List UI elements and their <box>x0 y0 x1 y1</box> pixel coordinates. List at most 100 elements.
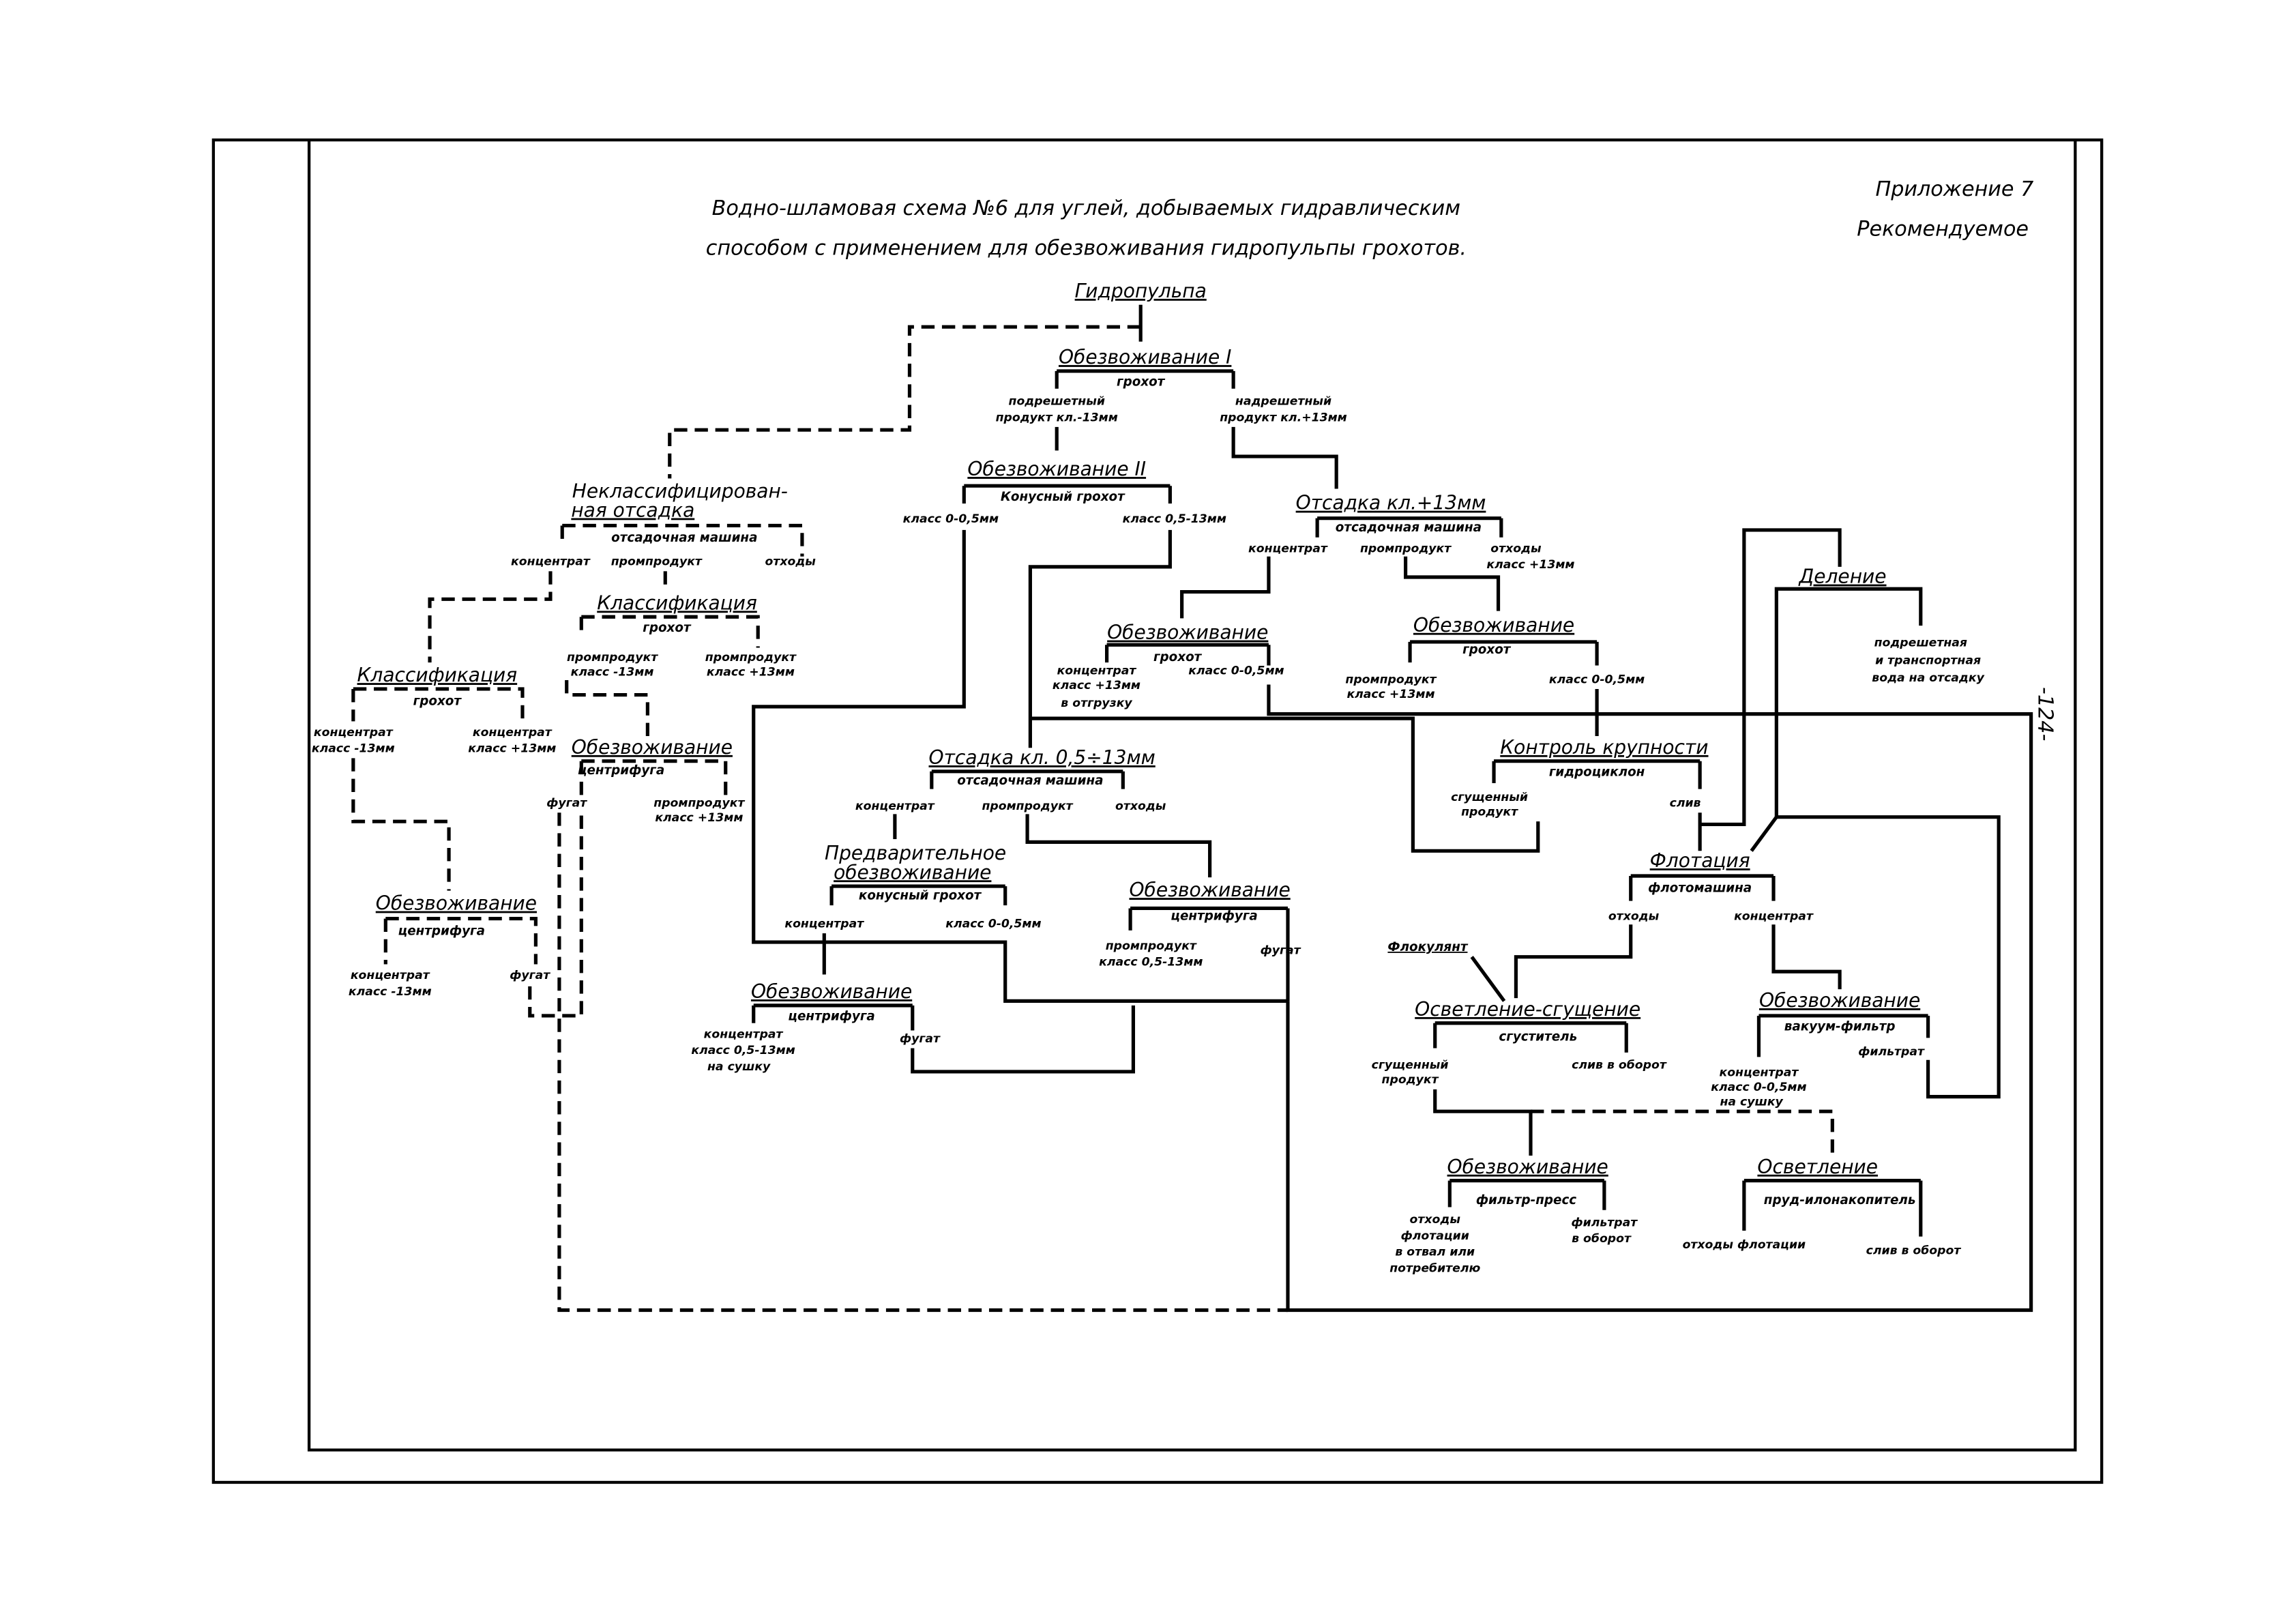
output-label: класс 0,5-13мм <box>1123 512 1226 526</box>
node-predewatering: Предварительное обезвоживание конусный г… <box>784 842 1041 930</box>
node-dewatering-1: Обезвоживание I грохот подрешетный проду… <box>996 346 1347 424</box>
node-title: Классификация <box>357 664 518 686</box>
node-equipment: грохот <box>1117 375 1166 389</box>
output-label: класс 0-0,5мм <box>903 512 999 526</box>
output-label: фугат <box>546 797 587 810</box>
output-label: класс -13мм <box>571 666 654 679</box>
node-equipment: отсадочная машина <box>1336 521 1482 535</box>
node-screen-middlings: Обезвоживание грохот промпродукт класс +… <box>1345 614 1645 701</box>
node-title: обезвоживание <box>834 861 991 883</box>
node-title: Обезвоживание <box>376 892 537 915</box>
node-title: Осветление <box>1757 1156 1878 1178</box>
output-label: класс 0-0,5мм <box>1188 664 1284 677</box>
node-equipment: центрифуга <box>398 924 485 938</box>
node-title: Классификация <box>597 591 757 614</box>
node-equipment: пруд-илонакопитель <box>1764 1193 1916 1207</box>
output-label: в отвал или <box>1395 1246 1475 1259</box>
output-label: концентрат <box>784 918 864 931</box>
output-label: слив в оборот <box>1866 1244 1962 1258</box>
node-equipment: флотомашина <box>1648 881 1752 896</box>
node-equipment: конусный грохот <box>859 889 982 903</box>
node-equipment: центрифуга <box>788 1009 874 1023</box>
node-jig-plus13: Отсадка кл.+13мм отсадочная машина конце… <box>1248 492 1575 572</box>
output-label: промпродукт <box>567 651 658 664</box>
output-label: класс +13мм <box>707 666 795 679</box>
output-label: фильтрат <box>1858 1045 1925 1059</box>
node-title: Контроль крупности <box>1500 736 1708 759</box>
output-label: сгущенный <box>1451 791 1528 804</box>
node-equipment: грохот <box>1462 643 1512 657</box>
output-label: фугат <box>900 1032 941 1046</box>
output-label: в оборот <box>1572 1232 1632 1246</box>
node-thickening: Осветление-сгущение сгуститель сгущенный… <box>1372 998 1667 1087</box>
node-equipment: Конусный грохот <box>1001 490 1125 504</box>
output-label: продукт <box>1382 1073 1439 1087</box>
dashed-flow-lines <box>351 325 1834 1313</box>
output-label: флотации <box>1401 1229 1469 1243</box>
output-label: на сушку <box>1720 1096 1783 1109</box>
node-title: ная отсадка <box>571 499 694 522</box>
node-equipment: грохот <box>643 621 692 635</box>
node-clarification: Осветление пруд-илонакопитель отходы фло… <box>1683 1156 1962 1258</box>
node-equipment: сгуститель <box>1499 1030 1577 1044</box>
output-label: концентрат <box>855 800 935 813</box>
page-number: -124- <box>2033 687 2057 741</box>
output-label: промпродукт <box>705 651 797 664</box>
output-label: потребителю <box>1389 1261 1480 1275</box>
output-label: продукт кл.+13мм <box>1220 411 1347 424</box>
node-title: Обезвоживание <box>1413 614 1574 636</box>
output-label: класс 0-0,5мм <box>1711 1081 1806 1094</box>
node-flocculant: Флокулянт <box>1387 940 1468 954</box>
solid-flow-lines <box>752 304 2033 1313</box>
output-label: отходы <box>1115 800 1166 813</box>
output-label: отходы флотации <box>1683 1238 1806 1252</box>
node-title: Предварительное <box>825 842 1006 864</box>
output-label: отходы <box>1490 542 1542 555</box>
output-label: промпродукт <box>1106 939 1197 953</box>
node-equipment: вакуум-фильтр <box>1784 1020 1896 1034</box>
node-title: Гидропульпа <box>1075 280 1207 302</box>
output-label: концентрат <box>1734 910 1814 924</box>
output-label: промпродукт <box>982 800 1073 813</box>
node-centrifuge-mid: Обезвоживание центрифуга фугат промпроду… <box>546 736 745 825</box>
output-label: на сушку <box>707 1060 771 1074</box>
output-label: фугат <box>1261 943 1301 957</box>
output-label: класс +13мм <box>1486 558 1574 572</box>
node-title: Обезвоживание <box>1129 879 1290 901</box>
node-title: Обезвоживание II <box>967 458 1146 480</box>
node-centrifuge-left: Обезвоживание центрифуга концентрат клас… <box>349 892 550 999</box>
node-dewatering-2: Обезвоживание II Конусный грохот класс 0… <box>903 458 1226 526</box>
output-label: концентрат <box>704 1027 784 1041</box>
output-label: и транспортная <box>1875 654 1981 667</box>
appendix-label: Приложение 7 <box>1876 177 2034 201</box>
node-title: Флокулянт <box>1387 940 1468 954</box>
output-label: класс +13мм <box>1346 688 1434 701</box>
output-label: класс 0,5-13мм <box>1099 956 1203 969</box>
output-label: класс 0-0,5мм <box>1549 673 1645 686</box>
node-equipment: отсадочная машина <box>611 531 757 545</box>
output-label: сгущенный <box>1372 1059 1449 1072</box>
output-label: концентрат <box>1248 542 1328 555</box>
output-label: промпродукт <box>1360 542 1452 555</box>
node-classification-left: Классификация грохот концентрат класс -1… <box>312 664 556 756</box>
output-label: слив <box>1670 797 1701 810</box>
node-jig-0-5-13: Отсадка кл. 0,5÷13мм отсадочная машина к… <box>855 746 1166 813</box>
output-label: класс +13мм <box>1053 679 1140 692</box>
diagram-title: Водно-шламовая схема №6 для углей, добыв… <box>706 196 1467 260</box>
node-flotation: Флотация флотомашина отходы концентрат <box>1608 849 1814 924</box>
output-label: подрешетный <box>1009 395 1105 409</box>
output-label: продукт <box>1461 806 1518 819</box>
output-label: отходы <box>1608 910 1660 924</box>
node-title: Отсадка кл. 0,5÷13мм <box>929 746 1156 769</box>
output-label: в отгрузку <box>1061 697 1132 710</box>
node-title: Осветление-сгущение <box>1415 998 1640 1021</box>
output-label: концентрат <box>351 969 430 982</box>
output-label: класс 0-0,5мм <box>945 918 1041 931</box>
output-label: концентрат <box>473 726 553 739</box>
output-label: класс +13мм <box>655 811 743 825</box>
node-title: Деление <box>1797 566 1886 588</box>
output-label: надрешетный <box>1235 395 1331 409</box>
node-title: Обезвоживание <box>751 980 912 1003</box>
output-label: концентрат <box>1057 664 1137 677</box>
output-label: отходы <box>1410 1213 1461 1227</box>
